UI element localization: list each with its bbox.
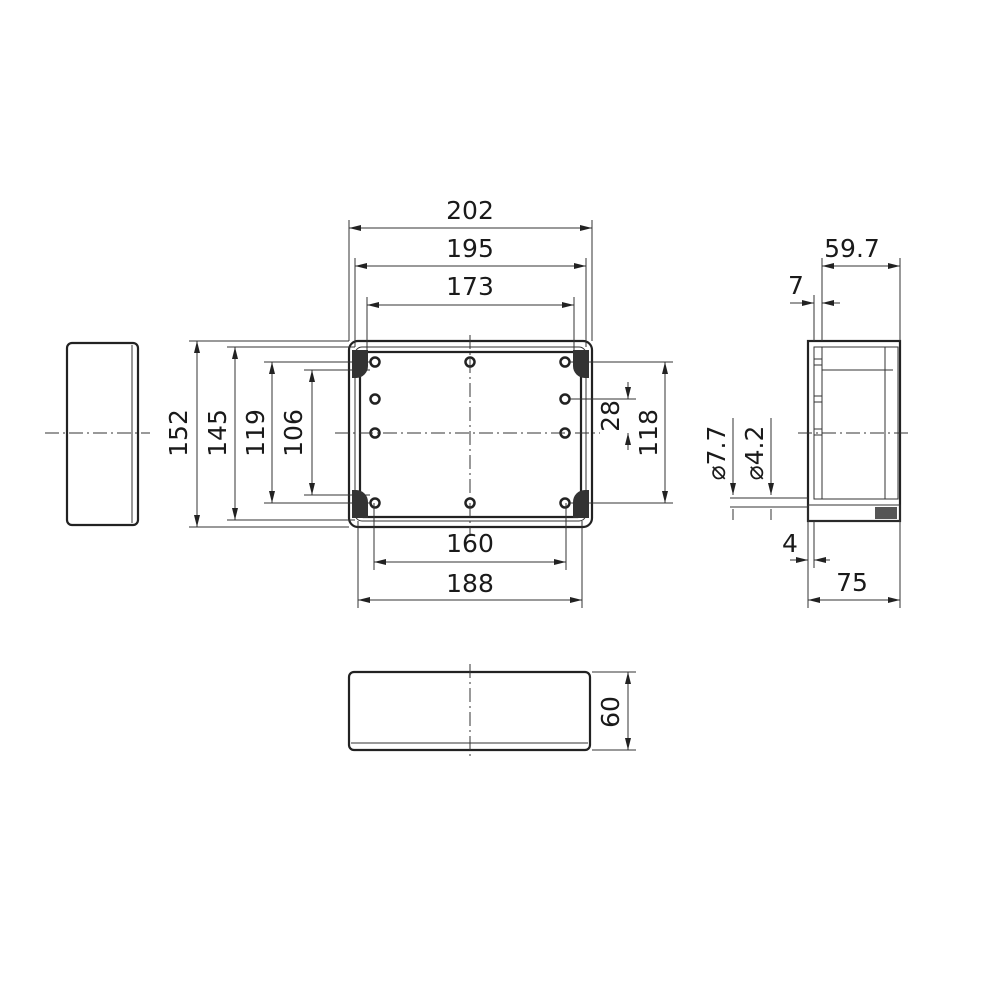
dim-diameter-4-2: ⌀4.2 — [740, 426, 769, 481]
dim-119: 119 — [241, 409, 270, 457]
front-view — [335, 335, 600, 535]
dim-118: 118 — [634, 409, 663, 457]
dim-188: 188 — [446, 569, 494, 598]
left-side-view — [45, 341, 150, 527]
dim-60: 60 — [596, 696, 625, 728]
dim-4: 4 — [782, 529, 798, 558]
dim-202: 202 — [446, 196, 494, 225]
dim-195: 195 — [446, 234, 494, 263]
dim-152: 152 — [164, 409, 193, 457]
dim-160: 160 — [446, 529, 494, 558]
dim-59-7: 59.7 — [824, 234, 880, 263]
dim-diameter-7-7: ⌀7.7 — [702, 426, 731, 481]
dim-28: 28 — [596, 400, 625, 432]
dim-106: 106 — [279, 409, 308, 457]
side-section-view — [730, 258, 910, 608]
dim-173: 173 — [446, 272, 494, 301]
dim-75: 75 — [836, 568, 868, 597]
dim-7: 7 — [788, 271, 804, 300]
bottom-view — [347, 664, 636, 758]
mounting-holes — [369, 356, 571, 509]
dim-145: 145 — [203, 409, 232, 457]
